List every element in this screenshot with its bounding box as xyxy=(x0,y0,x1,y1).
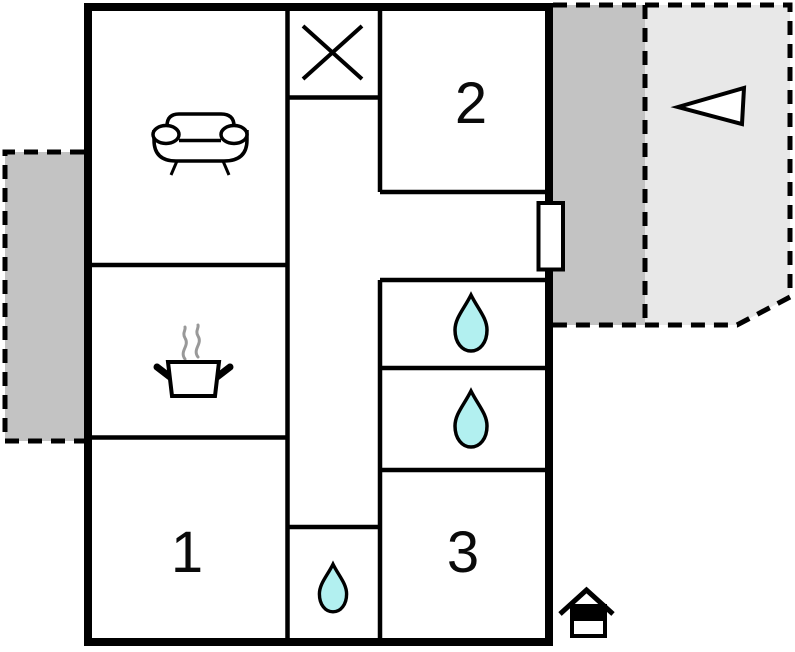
sofa-icon xyxy=(151,112,249,176)
house-band xyxy=(572,606,605,621)
room-label-3: 3 xyxy=(447,520,479,585)
house-roof xyxy=(558,586,615,616)
terrace-right-inner-fill xyxy=(553,5,645,325)
terrace-right-border xyxy=(553,2,793,328)
water-drop-icon xyxy=(453,291,489,353)
house-entrance-icon xyxy=(558,586,615,638)
bathroom-drops xyxy=(317,291,489,614)
pot-body xyxy=(165,360,222,398)
terrace-right-inner xyxy=(553,5,645,325)
stove-icon xyxy=(153,323,234,398)
water-drop-icon xyxy=(317,560,349,614)
interior-walls xyxy=(92,11,545,638)
crossed-box-icon xyxy=(301,24,364,81)
room-label-1: 1 xyxy=(171,520,203,585)
steam-line-left xyxy=(181,325,188,361)
steam-line-right xyxy=(194,323,201,359)
terrace-left xyxy=(2,149,84,444)
terrace-left-fill xyxy=(5,152,84,441)
room-label-2: 2 xyxy=(455,71,487,136)
water-drop-icon xyxy=(453,387,489,449)
north-arrow-icon xyxy=(670,85,747,127)
terrace-right-outer xyxy=(553,2,793,328)
door-marker xyxy=(536,201,565,272)
sofa-legs xyxy=(169,160,231,176)
terrace-right-outer-fill xyxy=(645,5,790,325)
sofa-armrest-left xyxy=(151,123,181,146)
sofa-armrest-right xyxy=(219,123,249,146)
